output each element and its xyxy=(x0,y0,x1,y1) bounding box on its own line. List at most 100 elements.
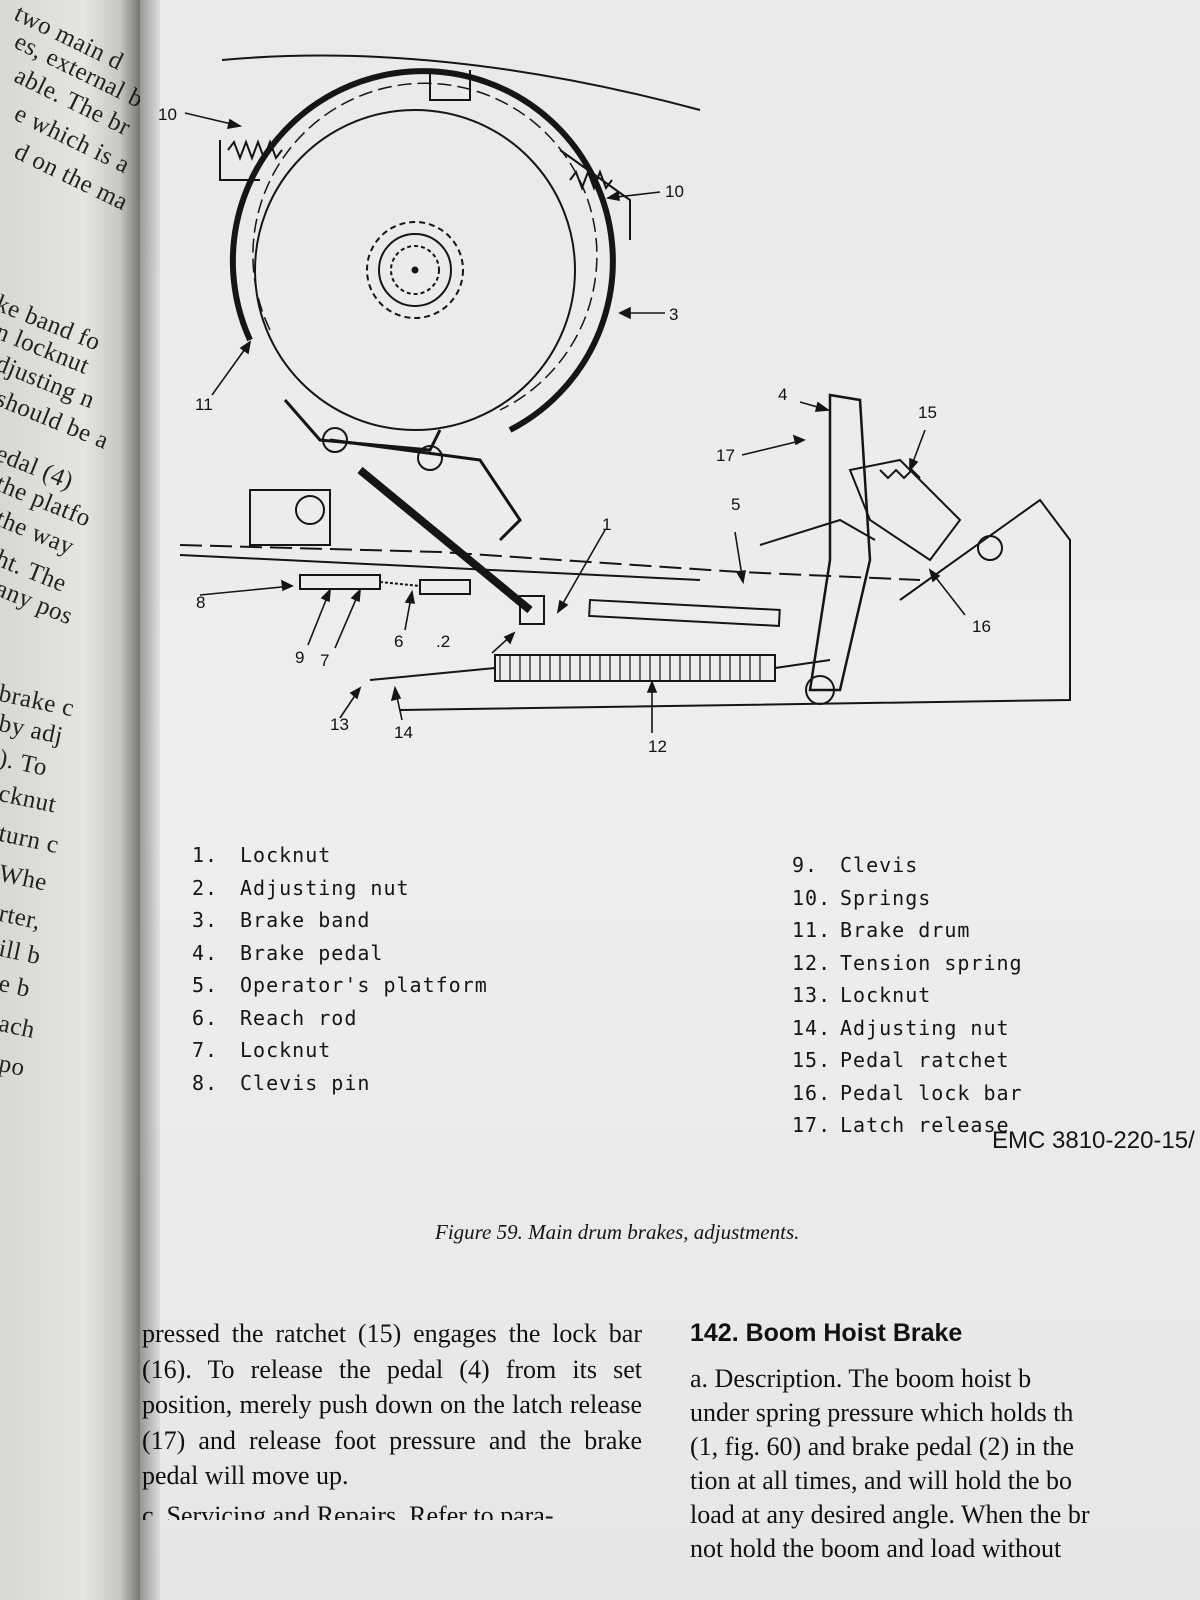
adjusting-nut-block xyxy=(519,595,545,625)
tension-spring-coils xyxy=(499,655,761,681)
body-column-left: pressed the ratchet (15) engages the loc… xyxy=(142,1316,642,1520)
body-line: a. Description. The boom hoist b xyxy=(690,1364,1032,1393)
pedal-pivot xyxy=(805,675,835,705)
brake-pedal xyxy=(808,393,872,692)
brake-band xyxy=(229,68,616,433)
ratchet-teeth xyxy=(879,468,921,480)
legend-item: 14.Adjusting nut xyxy=(792,1015,1010,1040)
legend-item: 9.Clevis xyxy=(792,853,919,877)
callout-3: 3 xyxy=(669,305,678,324)
legend-item: 4.Brake pedal xyxy=(192,940,384,965)
body-line: (1, fig. 60) and brake pedal (2) in the xyxy=(690,1432,1075,1461)
callout-17: 17 xyxy=(716,446,735,465)
callout-10a: 10 xyxy=(158,105,177,124)
drum-face xyxy=(254,109,576,431)
clevis-pin-circle xyxy=(295,495,325,525)
top-frame xyxy=(221,54,701,111)
facing-page-line: cknut xyxy=(0,780,59,819)
facing-page-line: po xyxy=(0,1050,28,1082)
callout-16: 16 xyxy=(972,617,991,636)
reach-rod-thread xyxy=(379,581,421,587)
pedal-foot xyxy=(759,518,876,546)
callout-14: 14 xyxy=(394,723,413,742)
legend-item: 12.Tension spring xyxy=(792,950,1023,975)
callout-6: 6 xyxy=(394,632,403,651)
platform-lower xyxy=(179,554,701,581)
callout-9: 9 xyxy=(295,648,304,667)
legend-item: 16.Pedal lock bar xyxy=(792,1080,1023,1105)
legend-item: 2.Adjusting nut xyxy=(192,875,410,900)
legend-item: 8.Clevis pin xyxy=(192,1070,371,1095)
section-heading: 142. Boom Hoist Brake xyxy=(690,1319,963,1347)
left-spring-anchor xyxy=(219,140,260,181)
legend-left: 1.Locknut 2.Adjusting nut 3.Brake band 4… xyxy=(192,843,488,1103)
callout-13: 13 xyxy=(330,715,349,734)
pedal-reach-rod xyxy=(588,598,781,627)
legend-item: 1.Locknut xyxy=(192,843,332,867)
callout-11: 11 xyxy=(195,395,213,414)
lever-pivot-2 xyxy=(417,445,443,471)
pedal-ratchet xyxy=(848,458,962,562)
drum-center xyxy=(411,266,419,274)
reach-rod-end xyxy=(419,579,471,595)
legend-right: 9.Clevis 10.Springs 11.Brake drum 12.Ten… xyxy=(792,853,1023,1146)
tension-spring-rod xyxy=(369,667,496,681)
legend-item: 11.Brake drum xyxy=(792,918,971,942)
manual-page: 10 10 3 11 8 9 7 6 .2 1 5 12 13 14 15 16… xyxy=(140,0,1200,1600)
callout-5: 5 xyxy=(731,495,740,514)
facing-page-line: e b xyxy=(0,970,33,1003)
facing-page-line: rter, xyxy=(0,900,44,936)
right-spring xyxy=(569,169,613,191)
callout-7: 7 xyxy=(320,651,329,670)
body-paragraph: pressed the ratchet (15) engages the loc… xyxy=(142,1319,642,1490)
legend-item: 13.Locknut xyxy=(792,983,932,1007)
facing-page-line: Whe xyxy=(0,860,50,897)
brake-drum-outer xyxy=(252,82,598,411)
callout-12: 12 xyxy=(648,737,667,756)
body-line: under spring pressure which holds th xyxy=(690,1398,1074,1427)
lock-bar-pivot xyxy=(977,535,1003,561)
legend-item: 10.Springs xyxy=(792,885,932,910)
pedal-lock-bar xyxy=(399,498,1071,711)
reach-rod xyxy=(299,574,381,590)
body-line: load at any desired angle. When the br xyxy=(690,1500,1090,1529)
legend-item: 7.Locknut xyxy=(192,1038,332,1062)
left-spring xyxy=(227,139,283,161)
body-line: not hold the boom and load without xyxy=(690,1534,1062,1563)
top-bracket xyxy=(429,70,471,101)
document-number: EMC 3810-220-15/ xyxy=(992,1127,1195,1154)
book-gutter-shadow xyxy=(120,0,160,1600)
operator-platform xyxy=(179,544,921,581)
callout-4: 4 xyxy=(778,385,787,404)
legend-item: 5.Operator's platform xyxy=(192,973,488,997)
legend-item: 6.Reach rod xyxy=(192,1005,358,1030)
facing-page-line: turn c xyxy=(0,820,62,860)
callout-2: .2 xyxy=(436,632,450,651)
legend-item: 3.Brake band xyxy=(192,908,371,932)
drum-hub-inner xyxy=(390,245,440,295)
figure-caption: Figure 59. Main drum brakes, adjustments… xyxy=(435,1220,800,1244)
body-cut-line: c. Servicing and Repairs. Refer to para- xyxy=(142,1500,554,1520)
body-line: tion at all times, and will hold the bo xyxy=(690,1466,1073,1495)
clevis-block xyxy=(249,489,331,546)
facing-page-line: ach xyxy=(0,1010,38,1044)
callout-10b: 10 xyxy=(665,182,684,201)
brake-assembly-diagram: 10 10 3 11 8 9 7 6 .2 1 5 12 13 14 15 16… xyxy=(158,54,1071,756)
right-spring-bracket xyxy=(559,149,631,240)
facing-page-line: ). To xyxy=(0,745,50,782)
facing-page-line: ill b xyxy=(0,935,44,971)
body-column-right: 142. Boom Hoist Brake a. Description. Th… xyxy=(690,1316,1200,1566)
legend-item: 15.Pedal ratchet xyxy=(792,1048,1010,1072)
callout-15: 15 xyxy=(918,403,937,422)
drum-hub-outer xyxy=(366,221,464,319)
lever-pivot xyxy=(322,427,348,453)
tension-spring-end xyxy=(774,659,831,669)
callout-8: 8 xyxy=(196,593,205,612)
legend-item: 17.Latch release xyxy=(792,1113,1010,1137)
tension-spring xyxy=(494,654,776,682)
lower-lever xyxy=(283,399,442,452)
callout-1: 1 xyxy=(602,515,611,534)
adjusting-rod xyxy=(357,466,533,614)
drum-hub-mid xyxy=(378,233,452,307)
